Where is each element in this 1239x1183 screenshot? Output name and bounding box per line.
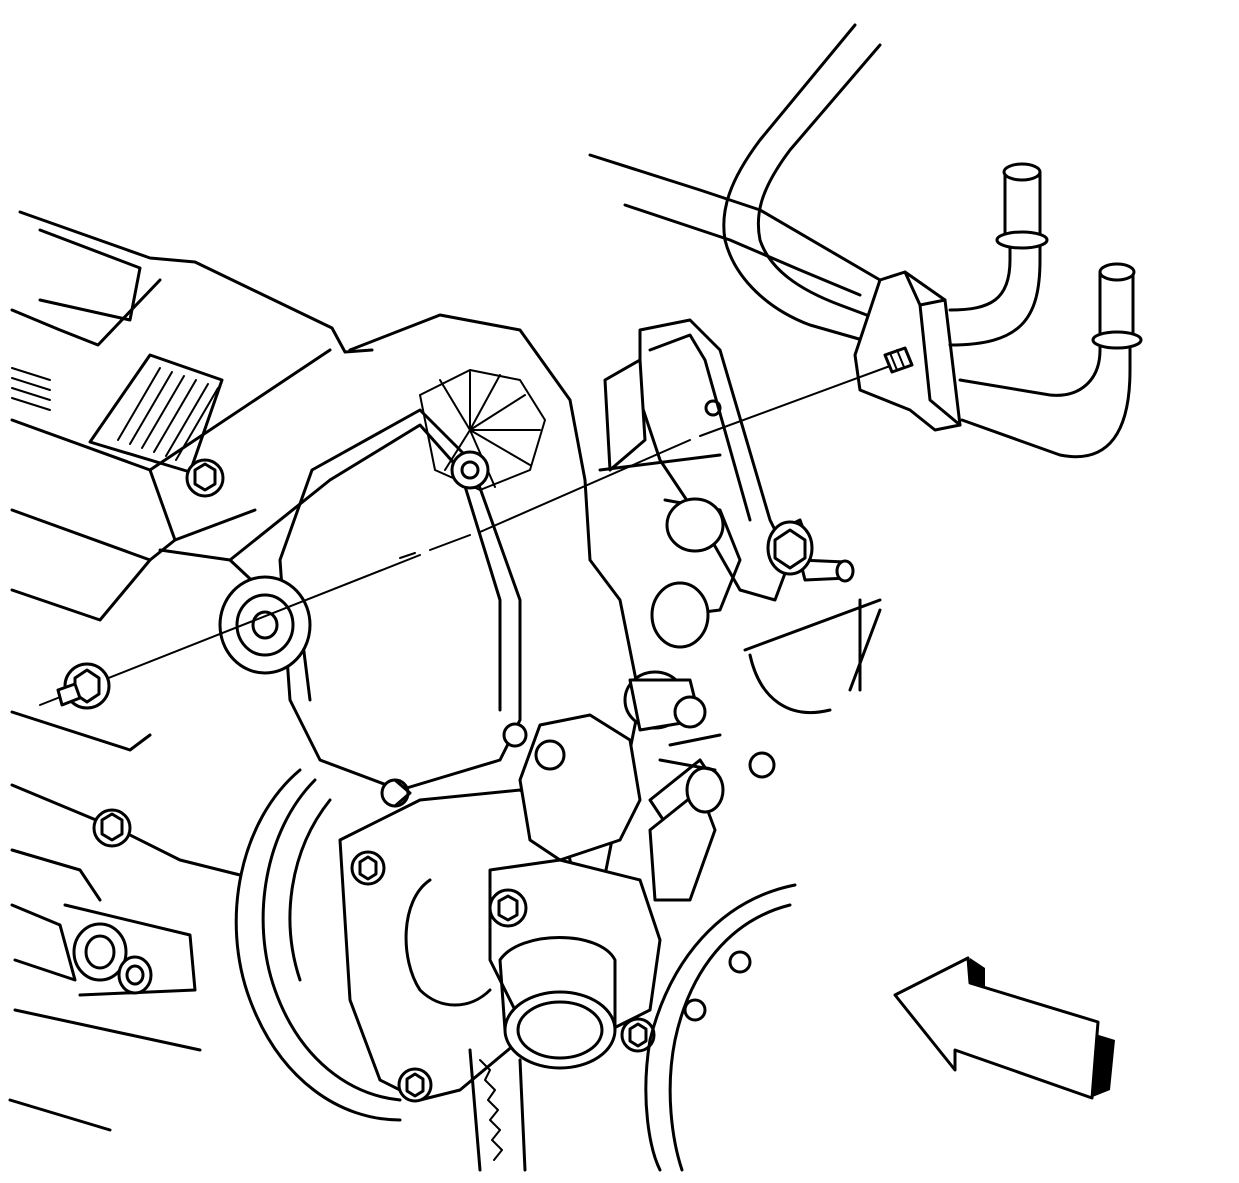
engine-block bbox=[8, 210, 374, 1132]
bracket-nut bbox=[56, 662, 111, 710]
thermostat-housing bbox=[488, 670, 725, 1070]
flexplate-ring-gear bbox=[468, 598, 882, 1172]
direction-arrow bbox=[893, 956, 1115, 1100]
pipe-mounting-bracket bbox=[598, 318, 792, 649]
bracket-stud bbox=[766, 518, 855, 583]
coolant-pipe-assembly bbox=[588, 23, 1143, 459]
